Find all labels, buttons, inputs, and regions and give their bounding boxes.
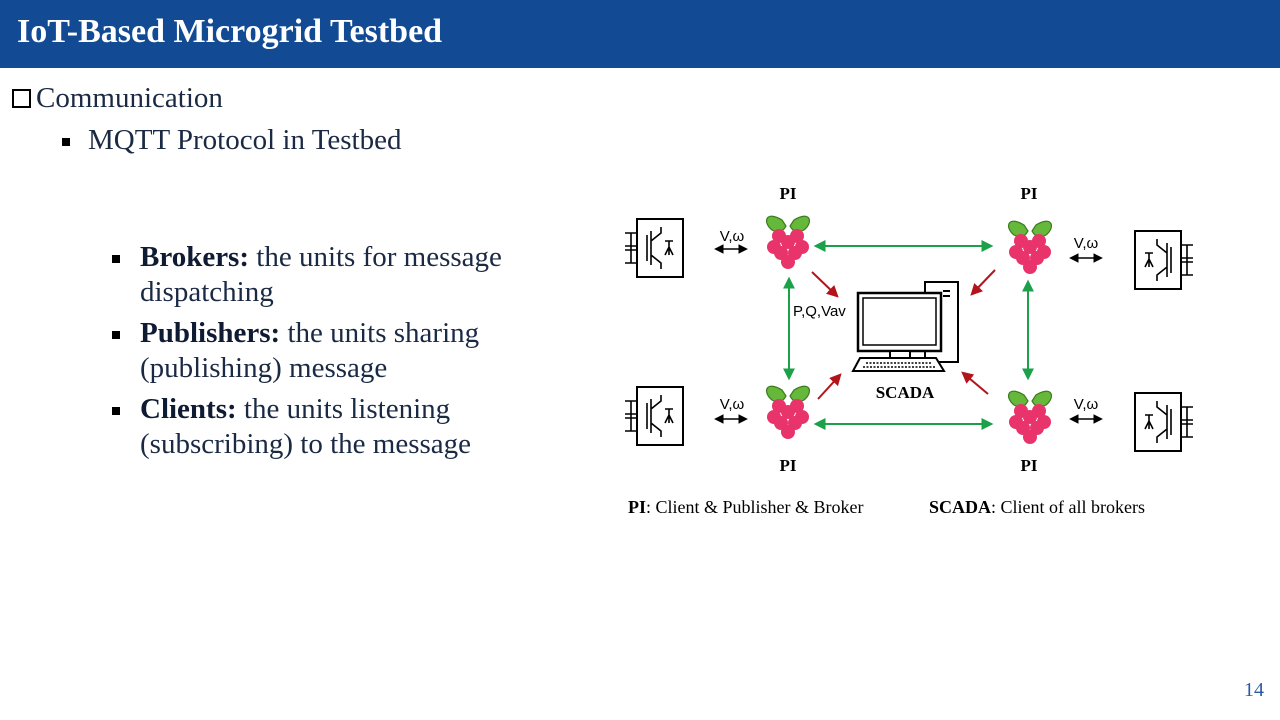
raspberry-pi-icon [1007, 220, 1053, 275]
title-bar: IoT-Based Microgrid Testbed [0, 0, 1280, 68]
bullet-publishers: Publishers: the units sharing (publishin… [110, 316, 590, 386]
term-publishers: Publishers: [140, 317, 281, 349]
footnote-scada-term: SCADA [929, 497, 992, 517]
slide-title: IoT-Based Microgrid Testbed [17, 13, 443, 50]
checkbox-bullet-icon [12, 89, 31, 108]
footnote-scada: SCADA: Client of all brokers [929, 497, 1145, 518]
arrow-pi-to-scada [811, 271, 839, 298]
vw-label: V,ω [1074, 235, 1099, 252]
vw-label: V,ω [1074, 396, 1099, 413]
level2-text: MQTT Protocol in Testbed [88, 124, 402, 156]
vw-label: V,ω [720, 228, 745, 245]
bullet-level2: MQTT Protocol in Testbed [62, 124, 401, 157]
inverter-bottom-right [1134, 392, 1194, 452]
square-bullet-icon [112, 331, 120, 339]
pqv-label: P,Q,Vav [793, 303, 846, 320]
pi-label-bottom-right: PI [1021, 456, 1038, 475]
desc-publishers: the units sharing (publishing) message [140, 317, 480, 384]
raspberry-pi-icon [765, 215, 811, 270]
square-bullet-icon [112, 255, 120, 263]
bullet-brokers: Brokers: the units for message dispatchi… [110, 240, 590, 310]
computer-icon [851, 281, 959, 372]
square-bullet-icon [62, 138, 70, 146]
vw-label: V,ω [720, 396, 745, 413]
definition-list: Brokers: the units for message dispatchi… [110, 240, 590, 468]
scada-label: SCADA [876, 383, 935, 402]
level1-text: Communication [36, 82, 223, 114]
square-bullet-icon [112, 407, 120, 415]
raspberry-pi-icon [1007, 390, 1053, 445]
footnote-scada-text: : Client of all brokers [991, 497, 1145, 517]
mqtt-testbed-diagram: PI PI PI PI V,ω V,ω V,ω V,ω P,Q,Vav SCAD… [624, 184, 1194, 475]
inverter-top-left [624, 218, 684, 278]
arrow-pi-to-scada [817, 373, 842, 400]
desc-clients: the units listening (subscribing) to the… [140, 393, 472, 460]
desc-brokers: the units for message dispatching [140, 241, 502, 308]
pi-label-top-left: PI [780, 184, 797, 203]
pi-label-top-right: PI [1021, 184, 1038, 203]
raspberry-pi-icon [765, 385, 811, 440]
term-brokers: Brokers: [140, 241, 250, 273]
bullet-level1: Communication [12, 82, 223, 115]
arrow-pi-to-scada [970, 269, 996, 296]
inverter-bottom-left [624, 386, 684, 446]
footnote-pi-text: : Client & Publisher & Broker [646, 497, 864, 517]
bullet-clients: Clients: the units listening (subscribin… [110, 392, 590, 462]
arrow-pi-to-scada [961, 371, 989, 395]
inverter-top-right [1134, 230, 1194, 290]
footnote-pi-term: PI [628, 497, 646, 517]
term-clients: Clients: [140, 393, 237, 425]
footnote-pi: PI: Client & Publisher & Broker [628, 497, 864, 518]
slide-number: 14 [1244, 679, 1264, 701]
pi-label-bottom-left: PI [780, 456, 797, 475]
